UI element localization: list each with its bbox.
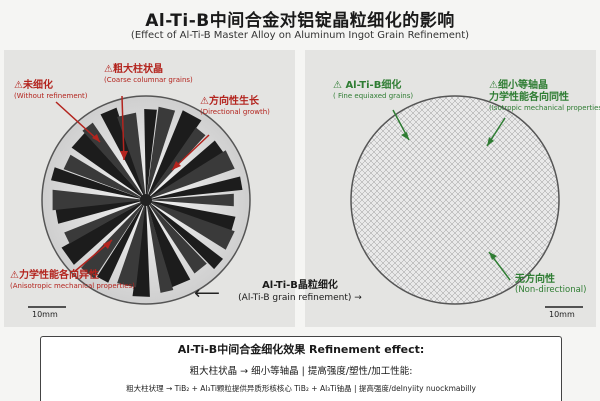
label-non-directional: 无方向性 (Non-directional) <box>515 274 587 295</box>
coarse-grain-disc <box>28 95 251 308</box>
transition-label: Al-Ti-B晶粒细化 (Al-Ti-B grain refinement) → <box>238 280 362 303</box>
right-panel: ⚠ Al-Ti-B细化 ( Fine equiaxed grains) ⚠细小等… <box>305 50 600 327</box>
label-anisotropic: ⚠力学性能各向异性 (Anisotropic mechanical proper… <box>10 270 135 290</box>
left-panel: ⚠未细化 (Without refinement) ⚠粗大柱状晶 (Coarse… <box>4 50 295 327</box>
grain-spike <box>51 167 146 200</box>
grain-spike <box>71 132 146 200</box>
effect-title: Al-Ti-B中间合金细化效果 Refinement effect: <box>177 343 425 356</box>
grain-spike <box>146 200 223 270</box>
grain-spike <box>63 154 146 200</box>
grain-spike <box>61 200 146 265</box>
page-subtitle: (Effect of Al-Ti-B Master Alloy on Alumi… <box>130 30 470 41</box>
effect-line-2: 粗大柱状理 → TiB₂ + Al₃Ti颗粒提供异质形核核心 TiB₂ + Al… <box>126 384 476 393</box>
scale-label-right: 10mm <box>549 310 575 319</box>
grain-spike <box>117 200 146 288</box>
label-coarse-columnar: ⚠粗大柱状晶 (Coarse columnar grains) <box>104 64 193 84</box>
grain-spike <box>146 176 243 200</box>
grain-spike <box>146 200 235 250</box>
grain-spike <box>64 200 146 244</box>
grain-spike <box>117 112 146 200</box>
refinement-effect-box: Al-Ti-B中间合金细化效果 Refinement effect: 粗大柱状晶… <box>40 336 562 401</box>
fine-grain-disc <box>350 95 583 308</box>
grain-spike <box>52 189 146 211</box>
grain-spike <box>82 122 146 200</box>
grain-spike <box>146 200 191 288</box>
label-directional-growth: ⚠方向性生长 (Directional growth) <box>200 96 270 116</box>
scale-label-left: 10mm <box>32 310 58 319</box>
arrow-left-icon: ⟵ <box>194 283 220 304</box>
grain-spike <box>97 200 146 283</box>
grain-spike <box>144 109 157 200</box>
grain-spike <box>146 106 176 200</box>
label-fine-equiaxed: ⚠细小等轴晶 力学性能各向同性 (Isotropic mechanical pr… <box>489 80 600 112</box>
grain-spike <box>146 150 235 200</box>
grain-spike <box>146 200 207 274</box>
grain-spike <box>146 110 202 200</box>
label-altib-refined: ⚠ Al-Ti-B细化 ( Fine equiaxed grains) <box>333 80 414 100</box>
grain-spike <box>146 193 234 207</box>
label-without-refinement: ⚠未细化 (Without refinement) <box>14 80 88 100</box>
effect-line-1: 粗大柱状晶 → 细小等轴晶 | 提高强度/塑性/加工性能: <box>189 366 413 377</box>
columnar-grain-spikes <box>51 106 243 297</box>
grain-spike <box>146 200 174 293</box>
grain-spike <box>81 200 146 279</box>
page-title: Al-Ti-B中间合金对铝锭晶粒细化的影响 <box>145 11 455 31</box>
grain-spike <box>146 140 225 200</box>
